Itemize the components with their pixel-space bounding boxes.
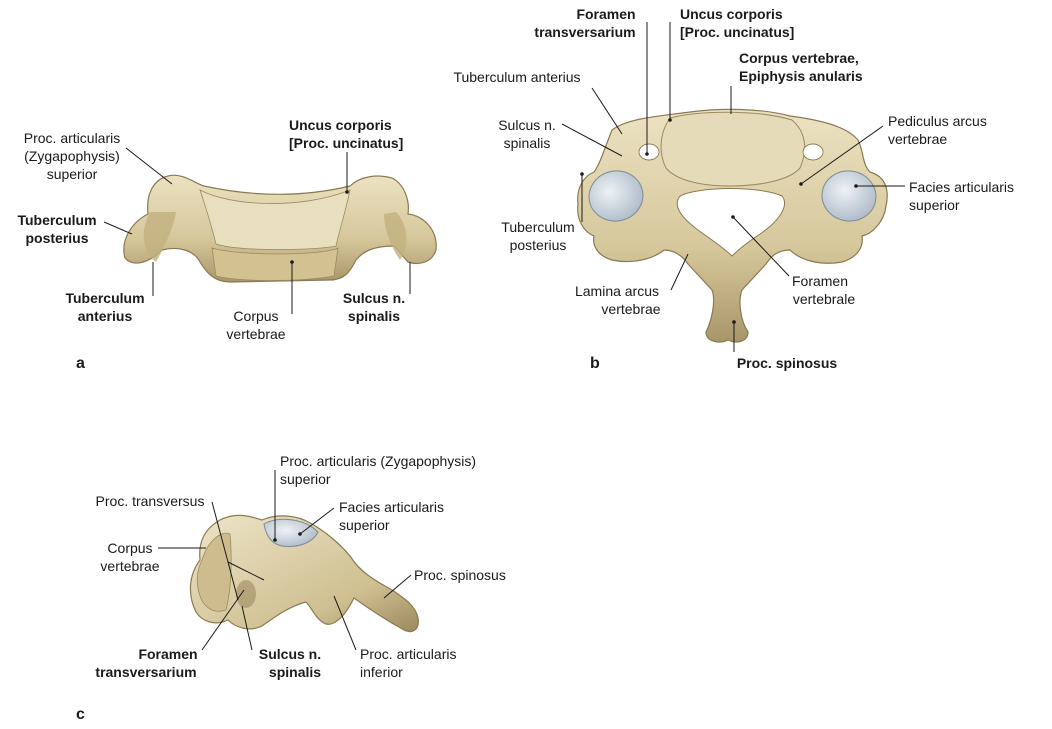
- vertebra-b-illustration: [577, 108, 888, 343]
- label-b-sulcus-n-spinalis: Sulcus n. spinalis: [498, 117, 623, 157]
- svg-text:Tuberculum: Tuberculum: [501, 219, 574, 235]
- label-b-tuberculum-anterius: Tuberculum anterius: [453, 69, 623, 135]
- label-c-proc-spinosus: Proc. spinosus: [383, 567, 506, 599]
- panel-b-superior-view: Foramen transversarium Uncus corporis [P…: [453, 6, 1014, 372]
- label-b-facies-articularis-superior: Facies articularis superior: [854, 179, 1014, 213]
- svg-text:vertebrale: vertebrale: [793, 291, 855, 307]
- svg-text:vertebrae: vertebrae: [226, 326, 285, 342]
- svg-text:Proc. spinosus: Proc. spinosus: [737, 355, 838, 371]
- svg-text:Facies articularis: Facies articularis: [909, 179, 1014, 195]
- svg-text:Foramen: Foramen: [792, 273, 848, 289]
- svg-text:Proc. spinosus: Proc. spinosus: [414, 567, 506, 583]
- svg-text:Uncus corporis: Uncus corporis: [289, 117, 392, 133]
- svg-text:[Proc. uncinatus]: [Proc. uncinatus]: [680, 24, 794, 40]
- svg-text:Pediculus arcus: Pediculus arcus: [888, 113, 987, 129]
- svg-text:Uncus corporis: Uncus corporis: [680, 6, 783, 22]
- svg-text:spinalis: spinalis: [504, 135, 551, 151]
- svg-text:spinalis: spinalis: [269, 664, 321, 680]
- svg-text:Corpus vertebrae,: Corpus vertebrae,: [739, 50, 859, 66]
- svg-text:posterius: posterius: [510, 237, 567, 253]
- svg-text:Facies articularis: Facies articularis: [339, 499, 444, 515]
- label-b-corpus-vertebrae-epiphysis: Corpus vertebrae, Epiphysis anularis: [730, 50, 863, 114]
- svg-text:Sulcus n.: Sulcus n.: [498, 117, 556, 133]
- label-a-tuberculum-posterius: Tuberculum posterius: [17, 212, 133, 246]
- panel-a-anterior-view: Uncus corporis [Proc. uncinatus] Proc. a…: [17, 117, 437, 372]
- svg-text:Corpus: Corpus: [107, 540, 152, 556]
- label-c-corpus-vertebrae: Corpus vertebrae: [100, 540, 206, 574]
- panel-label-b: b: [590, 355, 600, 372]
- svg-text:superior: superior: [47, 166, 98, 182]
- label-b-pediculus-arcus: Pediculus arcus vertebrae: [799, 113, 987, 186]
- svg-text:Sulcus n.: Sulcus n.: [343, 290, 405, 306]
- svg-text:[Proc. uncinatus]: [Proc. uncinatus]: [289, 135, 403, 151]
- svg-text:Tuberculum anterius: Tuberculum anterius: [453, 69, 580, 85]
- label-a-tuberculum-anterius: Tuberculum anterius: [65, 262, 154, 324]
- svg-text:superior: superior: [280, 471, 331, 487]
- vertebra-a-illustration: [123, 174, 437, 283]
- svg-text:vertebrae: vertebrae: [601, 301, 660, 317]
- label-b-tuberculum-posterius: Tuberculum posterius: [501, 172, 584, 253]
- label-c-sulcus-n-spinalis: Sulcus n. spinalis: [241, 605, 321, 680]
- svg-text:transversarium: transversarium: [95, 664, 196, 680]
- svg-text:Foramen: Foramen: [138, 646, 197, 662]
- panel-label-c: c: [76, 706, 85, 723]
- svg-text:Lamina arcus: Lamina arcus: [575, 283, 659, 299]
- vertebra-c-illustration: [189, 514, 419, 633]
- svg-text:Foramen: Foramen: [576, 6, 635, 22]
- svg-text:Proc. transversus: Proc. transversus: [96, 493, 205, 509]
- svg-text:Sulcus n.: Sulcus n.: [259, 646, 321, 662]
- svg-text:posterius: posterius: [25, 230, 88, 246]
- label-a-sulcus-n-spinalis: Sulcus n. spinalis: [343, 262, 411, 324]
- panel-label-a: a: [76, 355, 85, 372]
- svg-text:vertebrae: vertebrae: [888, 131, 947, 147]
- label-a-proc-articularis-superior: Proc. articularis (Zygapophysis) superio…: [24, 130, 173, 185]
- svg-text:Corpus: Corpus: [233, 308, 278, 324]
- svg-text:superior: superior: [339, 517, 390, 533]
- label-a-corpus-vertebrae: Corpus vertebrae: [226, 260, 294, 342]
- svg-text:Tuberculum: Tuberculum: [17, 212, 96, 228]
- label-a-uncus-corporis: Uncus corporis [Proc. uncinatus]: [289, 117, 403, 194]
- svg-text:inferior: inferior: [360, 664, 403, 680]
- panel-c-lateral-view: Proc. articularis (Zygapophysis) superio…: [76, 453, 506, 723]
- svg-text:Tuberculum: Tuberculum: [65, 290, 144, 306]
- svg-text:transversarium: transversarium: [534, 24, 635, 40]
- label-c-proc-transversus: Proc. transversus: [96, 493, 265, 601]
- label-b-foramen-transversarium: Foramen transversarium: [534, 6, 649, 156]
- svg-text:(Zygapophysis): (Zygapophysis): [24, 148, 120, 164]
- label-b-foramen-vertebrale: Foramen vertebrale: [731, 215, 855, 307]
- svg-text:spinalis: spinalis: [348, 308, 400, 324]
- svg-text:anterius: anterius: [78, 308, 133, 324]
- svg-text:Proc. articularis: Proc. articularis: [24, 130, 120, 146]
- label-b-proc-spinosus: Proc. spinosus: [732, 320, 837, 371]
- label-c-proc-articularis-inferior: Proc. articularis inferior: [333, 595, 456, 680]
- svg-text:Proc. articularis: Proc. articularis: [360, 646, 456, 662]
- svg-text:Epiphysis anularis: Epiphysis anularis: [739, 68, 863, 84]
- label-c-foramen-transversarium: Foramen transversarium: [95, 589, 245, 680]
- svg-text:vertebrae: vertebrae: [100, 558, 159, 574]
- svg-text:Proc. articularis (Zygapophysi: Proc. articularis (Zygapophysis): [280, 453, 476, 469]
- label-c-facies-articularis-superior: Facies articularis superior: [298, 499, 444, 536]
- svg-text:superior: superior: [909, 197, 960, 213]
- label-c-proc-articularis-superior: Proc. articularis (Zygapophysis) superio…: [273, 453, 476, 542]
- label-b-lamina-arcus: Lamina arcus vertebrae: [575, 253, 689, 317]
- label-b-uncus-corporis: Uncus corporis [Proc. uncinatus]: [668, 6, 794, 122]
